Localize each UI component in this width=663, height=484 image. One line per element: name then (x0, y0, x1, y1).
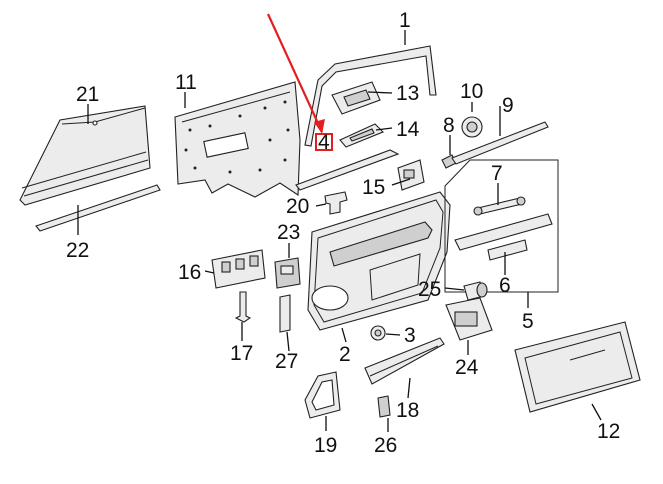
part-11-watershield (174, 81, 301, 198)
part-3-push-pin (370, 325, 386, 341)
callout-25[interactable]: 25 (418, 278, 441, 301)
callout-20[interactable]: 20 (286, 195, 309, 218)
part-10-speaker-grille (461, 116, 483, 138)
callout-23[interactable]: 23 (277, 221, 300, 244)
callout-27[interactable]: 27 (275, 350, 298, 373)
callout-15[interactable]: 15 (362, 176, 385, 199)
callout-19[interactable]: 19 (314, 434, 337, 457)
callout-22[interactable]: 22 (66, 239, 89, 262)
callout-14[interactable]: 14 (396, 118, 420, 141)
callout-18[interactable]: 18 (396, 399, 419, 422)
part-14-pull-cup (339, 123, 384, 148)
part-15-switch-housing (397, 159, 425, 191)
part-23-switch (274, 257, 301, 289)
callout-2[interactable]: 2 (339, 343, 351, 366)
part-20-clip (324, 191, 348, 215)
part-18-lower-trim (364, 337, 445, 385)
callout-24[interactable]: 24 (455, 356, 479, 379)
part-9-trim-strip (451, 121, 549, 165)
part-5-group-box (444, 159, 559, 293)
callout-11[interactable]: 11 (175, 71, 197, 94)
part-7-grab-handle (473, 196, 526, 216)
callout-4[interactable]: 4 (318, 131, 330, 154)
callout-10[interactable]: 10 (460, 80, 483, 103)
part-25-bumper (463, 281, 488, 301)
part-4-belt-molding (295, 149, 400, 191)
highlight-part-4 (266, 13, 333, 151)
callout-labels: 21 22 11 1 13 14 4 10 8 9 15 20 7 23 16 … (66, 9, 620, 457)
callout-1[interactable]: 1 (399, 9, 411, 32)
callout-7[interactable]: 7 (491, 162, 503, 185)
callout-3[interactable]: 3 (404, 324, 416, 347)
callout-26[interactable]: 26 (374, 434, 397, 457)
callout-13[interactable]: 13 (396, 82, 419, 105)
part-1-frame-molding (304, 45, 437, 147)
callout-6[interactable]: 6 (499, 274, 511, 297)
part-21-window-shade (19, 105, 151, 206)
part-24-lock-actuator (445, 297, 493, 341)
part-6-armrest-bracket (454, 213, 553, 261)
callout-8[interactable]: 8 (443, 114, 455, 137)
callout-21[interactable]: 21 (76, 83, 99, 106)
callout-16[interactable]: 16 (178, 261, 201, 284)
callout-9[interactable]: 9 (502, 94, 514, 117)
part-19-speaker-trim (304, 371, 341, 419)
callout-17[interactable]: 17 (230, 342, 253, 365)
part-26-clip (377, 395, 391, 418)
callout-12[interactable]: 12 (597, 420, 620, 443)
part-12-inner-panel (514, 321, 641, 413)
part-13-handle (331, 81, 381, 115)
part-17-bracket (234, 291, 252, 323)
leader-lines (77, 30, 602, 432)
part-22-seal-strip (35, 184, 161, 232)
part-16-switch-bracket (211, 249, 266, 289)
part-27-trim-strip (279, 294, 291, 333)
part-2-door-trim-panel (307, 191, 451, 331)
callout-5[interactable]: 5 (522, 310, 534, 333)
